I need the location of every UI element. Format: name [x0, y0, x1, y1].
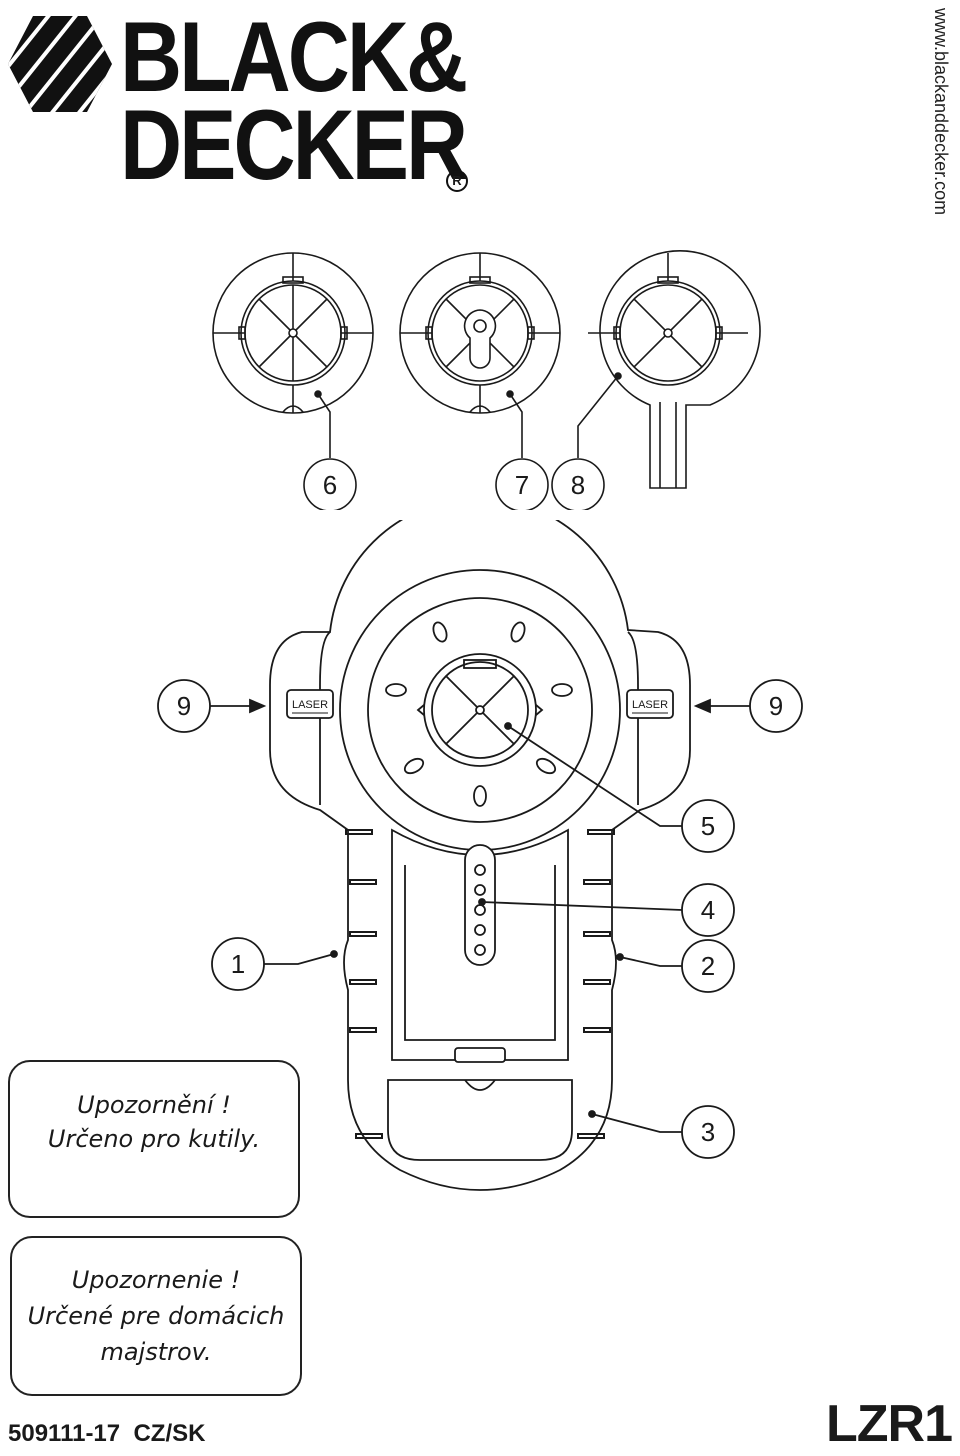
attachment-8	[588, 250, 761, 489]
callout-9-left: 9	[177, 691, 191, 721]
brand-name-line2: DECKER	[120, 90, 468, 201]
callout-7: 7	[515, 470, 529, 500]
brand-name-line1: BLACK&	[120, 2, 468, 113]
laser-label-left: LASER	[292, 699, 328, 711]
callout-6: 6	[323, 470, 337, 500]
warning-cz-title: Upozornění !	[77, 1091, 231, 1119]
attachment-7	[399, 252, 561, 414]
warning-sk: Upozornenie ! Určené pre domácich majstr…	[10, 1236, 302, 1396]
warning-cz: Upozornění ! Určeno pro kutily.	[8, 1060, 300, 1218]
brand-logo: BLACK& DECKER R	[0, 0, 480, 200]
warning-cz-text: Určeno pro kutily.	[47, 1125, 261, 1153]
warning-sk-text-2: majstrov.	[100, 1338, 212, 1366]
model-number: LZR1	[826, 1395, 953, 1453]
hexagon-stripes-icon	[8, 16, 112, 112]
callout-8: 8	[571, 470, 585, 500]
callout-3: 3	[701, 1117, 715, 1147]
callout-5: 5	[701, 811, 715, 841]
attachments-diagram: 6 7 8	[212, 250, 761, 510]
laser-label-right: LASER	[632, 699, 668, 711]
brand-url: www.blackanddecker.com	[931, 8, 951, 216]
attachment-6	[212, 252, 374, 414]
warning-sk-text-1: Určené pre domácich	[27, 1302, 285, 1330]
callout-9-right: 9	[769, 691, 783, 721]
callout-2: 2	[701, 951, 715, 981]
warning-sk-title: Upozornenie !	[71, 1266, 241, 1294]
callout-1: 1	[231, 949, 245, 979]
callout-4: 4	[701, 895, 715, 925]
document-code: 509111-17 CZ/SK	[8, 1420, 206, 1447]
laser-level-device: LASER LASER 9 9 5 4 2 1 3	[157, 520, 803, 1191]
registered-mark: R	[446, 170, 468, 192]
